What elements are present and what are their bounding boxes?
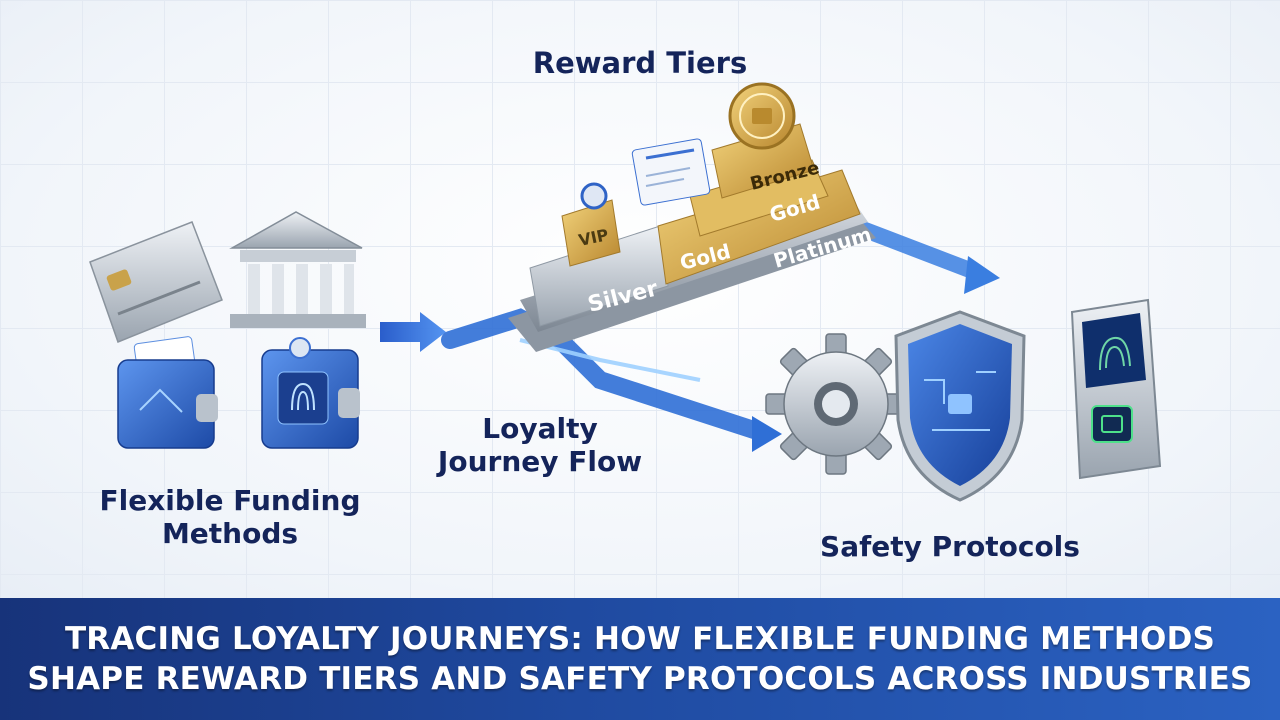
fingerprint-wallet-icon: [261, 337, 360, 449]
shield-icon: [894, 310, 1026, 502]
diagram-art: VIP Silver Gold Gold Bronze Platinum: [89, 82, 1162, 502]
funding-methods-label: Flexible Funding Methods: [70, 484, 390, 550]
bank-icon: [229, 211, 366, 328]
credit-card-icon: [89, 221, 223, 343]
funding-methods-label-line1: Flexible Funding: [99, 484, 361, 517]
biometric-scanner-icon: [1070, 298, 1162, 480]
gear-icon: [765, 333, 907, 475]
journey-flow-label: Loyalty Journey Flow: [400, 412, 680, 478]
digital-wallet-icon: [117, 336, 218, 449]
safety-protocols-label: Safety Protocols: [820, 530, 1080, 563]
reward-tiers-label: Reward Tiers: [532, 46, 748, 80]
journey-flow-label-line2: Journey Flow: [437, 445, 643, 479]
journey-flow-label-line1: Loyalty: [482, 412, 598, 445]
tier-podium-icon: VIP Silver Gold Gold Bronze Platinum: [508, 123, 876, 352]
banner-title-line1: TRACING LOYALTY JOURNEYS: HOW FLEXIBLE F…: [64, 620, 1216, 657]
coin-icon: [728, 82, 796, 150]
diagram-stage: VIP Silver Gold Gold Bronze Platinum: [0, 0, 1280, 598]
funding-methods-label-line2: Methods: [161, 517, 299, 551]
banner-title-line2: SHAPE REWARD TIERS AND SAFETY PROTOCOLS …: [27, 661, 1253, 697]
title-banner: TRACING LOYALTY JOURNEYS: HOW FLEXIBLE F…: [0, 598, 1280, 720]
